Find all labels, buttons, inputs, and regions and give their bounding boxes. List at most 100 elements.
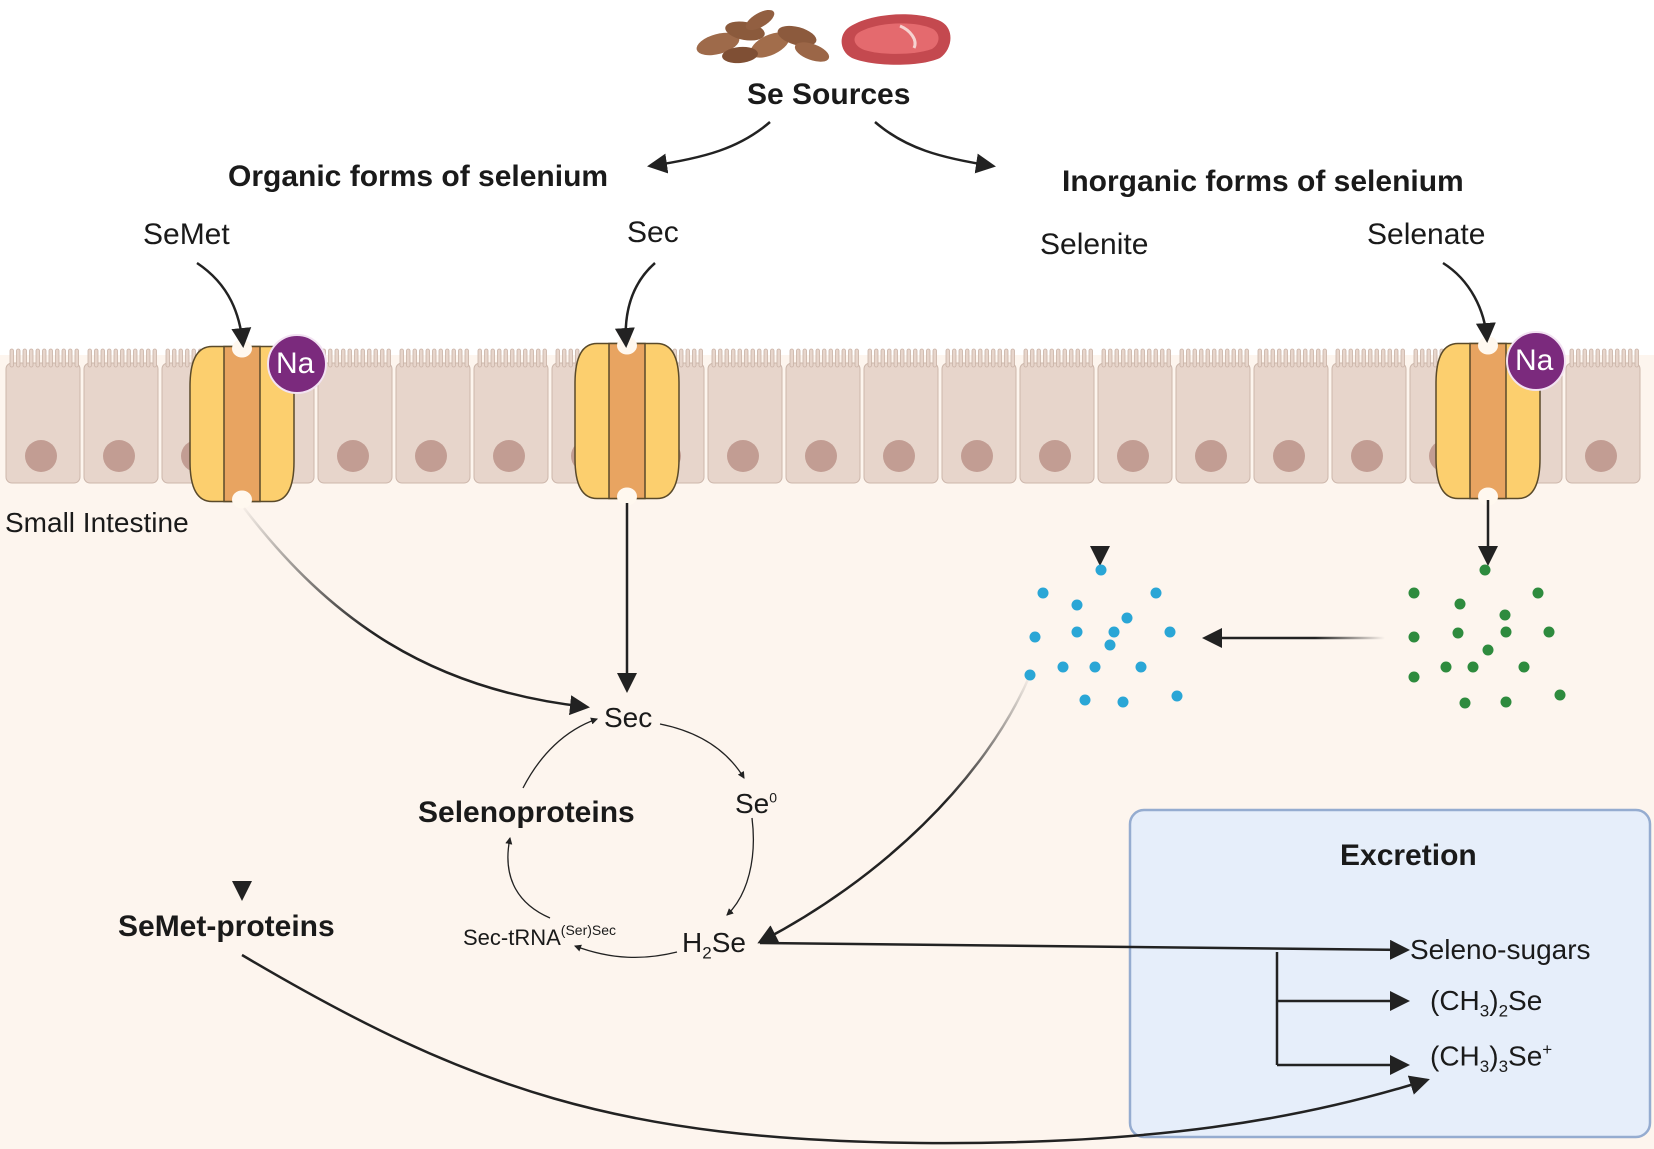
epithelial-cell: [83, 348, 159, 484]
selenite-particle: [1117, 696, 1129, 708]
dimethylselenide-label: (CH3)2Se: [1430, 985, 1542, 1022]
arrow-trna-to-selenoproteins: [505, 836, 551, 919]
microvilli: [87, 348, 157, 368]
cell-nucleus: [1039, 440, 1071, 472]
arrow-semet-to-transporter: [196, 261, 252, 348]
arrow-to-organic: [647, 121, 771, 174]
arrow-semet-to-sec: [243, 507, 590, 716]
selenate-particle: [1518, 661, 1530, 673]
selenate-particle: [1408, 671, 1420, 683]
h2se-label: H2Se: [682, 927, 746, 964]
arrow-se0-to-h2se: [726, 817, 755, 916]
selenite-particles: [1024, 564, 1183, 708]
microvilli: [477, 348, 547, 368]
microvilli: [1179, 348, 1249, 368]
arrow-sec-to-transporter: [614, 262, 656, 348]
epithelial-cell: [1253, 348, 1329, 484]
epithelial-cell: [1565, 348, 1641, 484]
dimethyl-sub-2: 2: [1498, 1001, 1509, 1021]
se0-base: Se: [735, 788, 770, 819]
na-badge-right: [1506, 331, 1566, 391]
dimethyl-part-a: (CH: [1430, 985, 1480, 1016]
selenate-particles: [1408, 564, 1566, 709]
selenite-particle: [1150, 587, 1162, 599]
meat-icon: [841, 14, 951, 65]
dimethyl-part-b: Se: [1508, 985, 1543, 1016]
trimethyl-part-mid: ): [1489, 1040, 1499, 1072]
dimethyl-sub-1: 3: [1479, 1001, 1490, 1021]
cycle-sec-label: Sec: [604, 702, 653, 733]
microvilli: [1101, 348, 1171, 368]
selenite-particle: [1164, 626, 1176, 638]
microvilli: [1335, 348, 1405, 368]
cell-nucleus: [961, 440, 993, 472]
selenite-particle: [1089, 661, 1101, 673]
microvilli: [9, 348, 79, 368]
selenate-particle: [1408, 631, 1420, 643]
cell-nucleus: [337, 440, 369, 472]
selenite-particle: [1108, 626, 1120, 638]
na-badge-left: [267, 334, 327, 394]
arrow-semet-proteins-to-excretion: [241, 953, 1430, 1145]
selenate-particle: [1454, 598, 1466, 610]
microvilli: [711, 348, 781, 368]
selenite-particle: [1024, 669, 1036, 681]
microvilli: [1569, 348, 1639, 368]
selenate-particle: [1452, 627, 1464, 639]
cell-nucleus: [1273, 440, 1305, 472]
selenite-particle: [1071, 599, 1083, 611]
microvilli: [867, 348, 937, 368]
na-label-right: Na: [1515, 344, 1554, 377]
cell-nucleus: [1117, 440, 1149, 472]
excretion-title: Excretion: [1340, 839, 1477, 872]
h2se-subscript: 2: [702, 943, 712, 963]
microvilli: [789, 348, 859, 368]
dimethyl-part-mid: ): [1489, 985, 1499, 1016]
epithelial-cell: [1097, 348, 1173, 484]
transporter-protein: [189, 339, 295, 509]
selenite-particle: [1095, 564, 1107, 576]
cell-nucleus: [1351, 440, 1383, 472]
trimethyl-part-b: Se: [1508, 1040, 1543, 1072]
transporter-group: [189, 336, 1541, 509]
sec-source-label: Sec: [627, 216, 679, 249]
selenite-particle: [1029, 631, 1041, 643]
epithelial-cell: [395, 348, 471, 484]
selenite-particle: [1121, 612, 1133, 624]
trimethyl-sub-1: 3: [1479, 1056, 1490, 1076]
selenate-particle: [1500, 626, 1512, 638]
h2se-se: Se: [711, 927, 746, 958]
selenate-particle: [1479, 564, 1491, 576]
epithelial-cell: [941, 348, 1017, 484]
selenate-particle: [1532, 587, 1544, 599]
epithelial-cell: [5, 348, 81, 484]
na-label-left: Na: [276, 347, 315, 380]
trimethylselenonium-label: (CH3)3Se+: [1430, 1040, 1552, 1077]
sec-trna-label: Sec-tRNA(Ser)Sec: [463, 922, 616, 951]
epithelial-cell: [863, 348, 939, 484]
se0-label: Se0: [735, 788, 777, 820]
sec-trna-superscript: (Ser)Sec: [560, 922, 617, 938]
microvilli: [1023, 348, 1093, 368]
microvilli: [1257, 348, 1327, 368]
trimethyl-superscript: +: [1542, 1040, 1553, 1059]
cell-nucleus: [1585, 440, 1617, 472]
arrow-sec-to-se0: [659, 723, 745, 779]
cell-nucleus: [493, 440, 525, 472]
arrow-selenite-to-h2se: [757, 674, 1032, 944]
transporter-protein: [1435, 336, 1541, 506]
almonds-icon: [696, 9, 830, 64]
epithelial-cell: [1019, 348, 1095, 484]
selenate-particle: [1482, 644, 1494, 656]
cell-nucleus: [805, 440, 837, 472]
cell-nucleus: [1195, 440, 1227, 472]
cell-nucleus: [103, 440, 135, 472]
small-intestine-label: Small Intestine: [5, 507, 189, 538]
cell-nucleus: [25, 440, 57, 472]
epithelial-cell: [707, 348, 783, 484]
selenite-particle: [1037, 587, 1049, 599]
h2se-h: H: [682, 927, 703, 958]
selenate-particle: [1500, 696, 1512, 708]
selenate-particle: [1408, 587, 1420, 599]
selenate-particle: [1499, 609, 1511, 621]
